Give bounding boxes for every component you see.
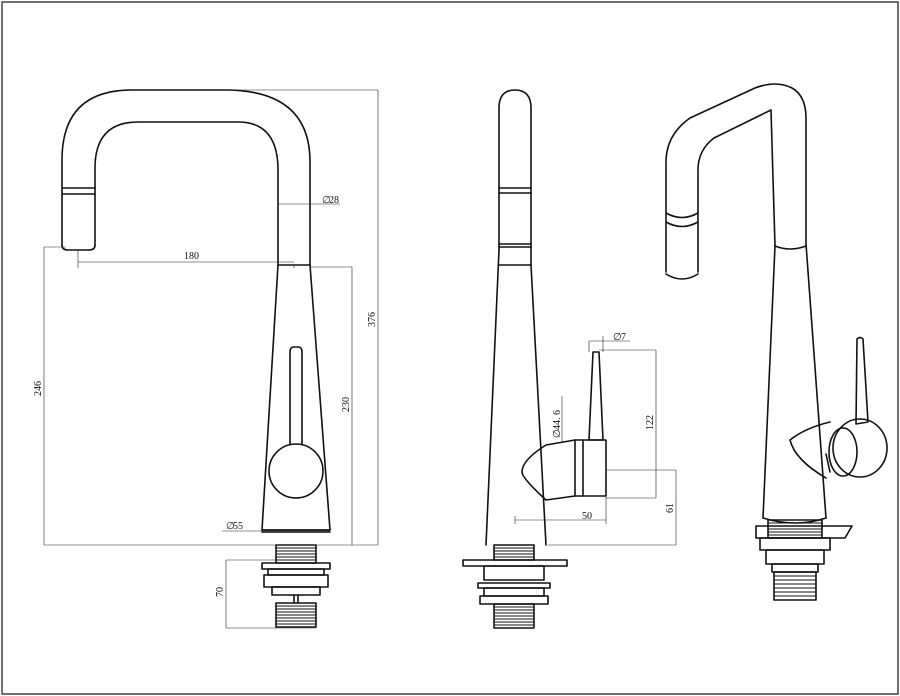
persp-lower-thread [774, 575, 816, 597]
dim-body-diameter-symbol: ∅ [552, 429, 563, 438]
front-upper-thread [276, 547, 316, 561]
perspective-view [665, 83, 888, 601]
dim-spout-diameter: 28 [329, 195, 339, 206]
side-view [462, 89, 607, 629]
front-lower-thread [276, 605, 316, 625]
dim-lever-height: 230 [341, 397, 352, 412]
side-upper-thread [494, 547, 534, 558]
persp-upper-thread [768, 522, 822, 536]
dim-handle-base-height: 61 [665, 503, 676, 513]
dim-spout-height: 246 [33, 381, 44, 396]
front-view [61, 89, 331, 628]
dim-overall-height: 376 [367, 312, 378, 327]
dim-base-diameter: 55 [233, 521, 243, 532]
dim-handle-projection: 50 [582, 511, 592, 522]
dim-diameter-symbol: ∅ [322, 195, 331, 206]
side-lower-thread [494, 606, 534, 626]
dim-spout-reach: 180 [184, 251, 199, 262]
dim-handle-length: 122 [645, 415, 656, 430]
dim-diameter-symbol-3: ∅ [613, 332, 622, 343]
side-dimensions: ∅ 7 ∅ 44. 6 122 50 61 [514, 332, 677, 546]
dim-body-diameter: 44. 6 [552, 410, 563, 430]
dim-shank-length: 70 [215, 587, 226, 597]
dim-diameter-symbol-2: ∅ [226, 521, 235, 532]
dim-lever-diameter: 7 [621, 332, 626, 343]
front-dimensions: ∅ 28 180 246 230 376 ∅ 55 70 [33, 89, 379, 629]
